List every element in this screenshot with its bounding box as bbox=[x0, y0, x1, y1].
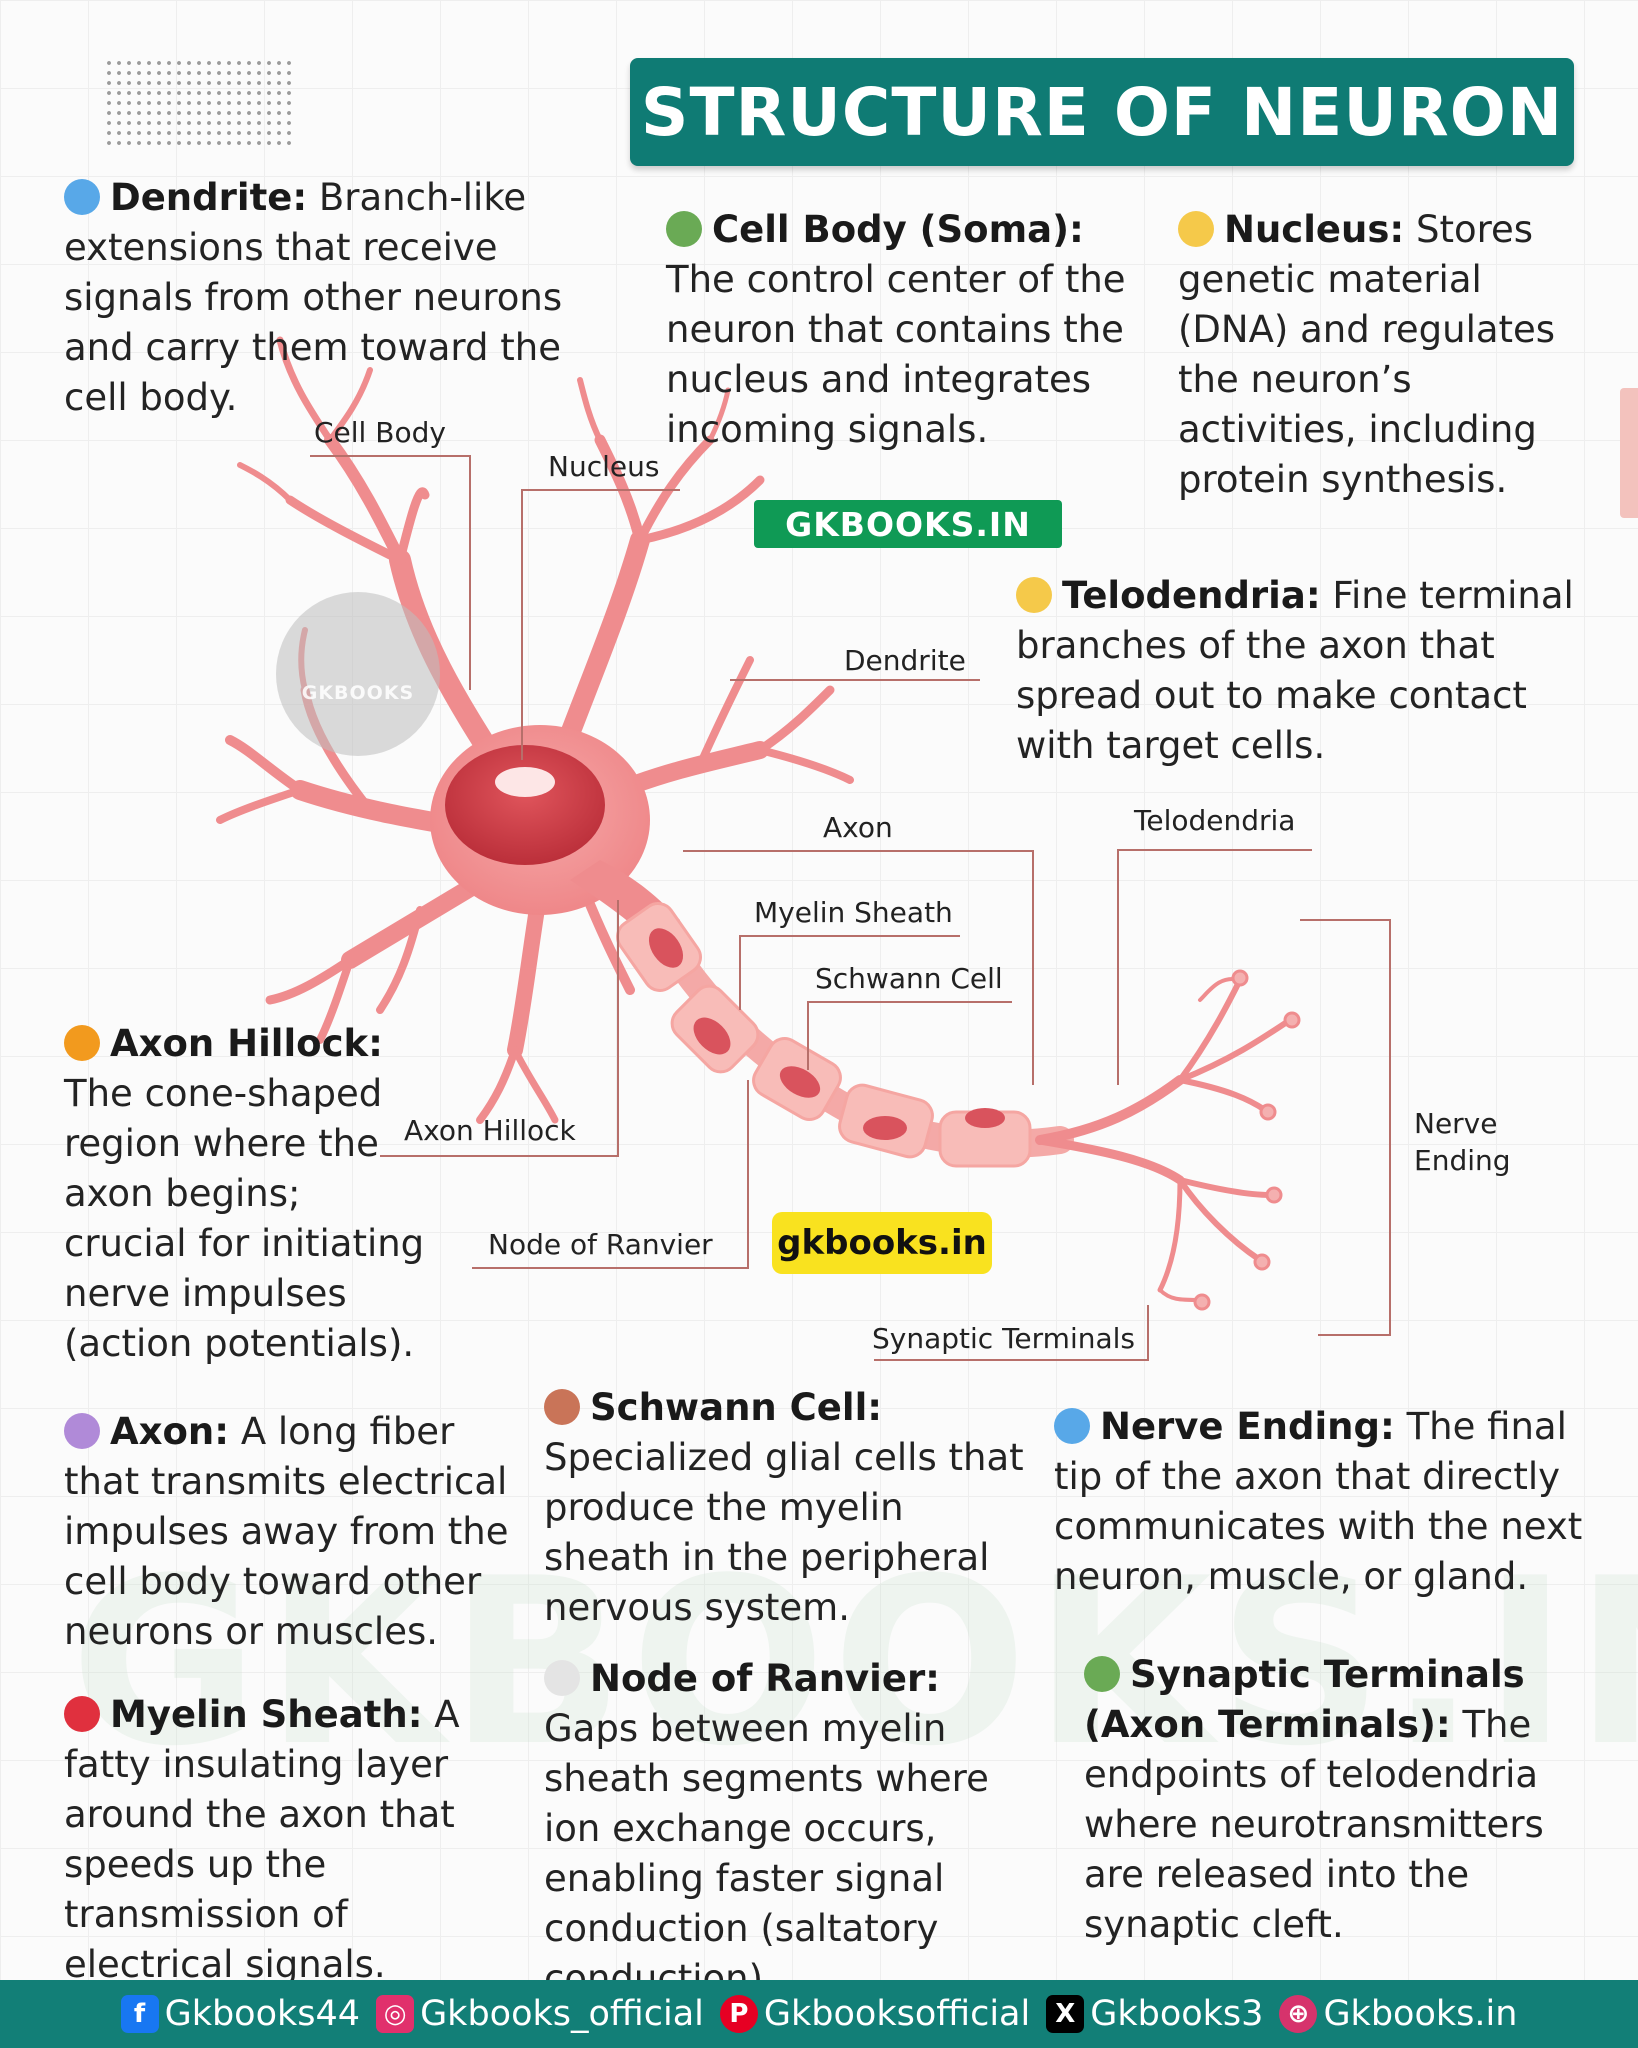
label-nerve-ending-line1: Nerve bbox=[1414, 1107, 1497, 1140]
desc-telodendria: Telodendria: Fine terminal branches of t… bbox=[1016, 571, 1576, 771]
text-schwann-cell: Specialized glial cells that produce the… bbox=[544, 1436, 1024, 1629]
bullet-myelin-sheath bbox=[64, 1696, 100, 1732]
text-synaptic-terminals: The endpoints of telodendria where neuro… bbox=[1084, 1703, 1544, 1946]
bullet-cell-body bbox=[666, 211, 702, 247]
pinterest-icon: P bbox=[719, 1995, 758, 2033]
title-banner: STRUCTURE OF NEURON bbox=[630, 58, 1574, 166]
globe-icon: ⊕ bbox=[1279, 1995, 1318, 2033]
desc-nucleus: Nucleus: Stores genetic material (DNA) a… bbox=[1178, 205, 1588, 505]
text-axon-hillock: The cone-shaped region where the axon be… bbox=[64, 1072, 425, 1365]
x-icon: X bbox=[1046, 1995, 1085, 2033]
term-nerve-ending: Nerve Ending: bbox=[1100, 1405, 1395, 1448]
decorative-dot-grid bbox=[104, 58, 294, 148]
bullet-synaptic-terminals bbox=[1084, 1656, 1120, 1692]
label-axon: Axon bbox=[823, 811, 893, 844]
footer-facebook[interactable]: f Gkbooks44 bbox=[120, 1994, 361, 2034]
decorative-side-tab bbox=[1620, 388, 1638, 518]
synaptic-knobs bbox=[1193, 969, 1301, 1311]
desc-synaptic-terminals: Synaptic Terminals (Axon Terminals): The… bbox=[1084, 1650, 1564, 1950]
term-telodendria: Telodendria: bbox=[1062, 574, 1321, 617]
label-node-of-ranvier: Node of Ranvier bbox=[488, 1228, 713, 1261]
site-badge-text: gkbooks.in bbox=[777, 1223, 987, 1263]
nucleus-shape bbox=[445, 745, 605, 865]
footer-instagram-text: Gkbooks_official bbox=[420, 1994, 704, 2034]
term-cell-body: Cell Body (Soma): bbox=[712, 208, 1084, 251]
label-telodendria: Telodendria bbox=[1133, 804, 1295, 837]
footer-social-bar: f Gkbooks44 ◎ Gkbooks_official P Gkbooks… bbox=[0, 1980, 1638, 2048]
bullet-dendrite bbox=[64, 179, 100, 215]
label-dendrite: Dendrite bbox=[844, 644, 966, 677]
term-node-of-ranvier: Node of Ranvier: bbox=[590, 1657, 940, 1700]
label-synaptic-terminals: Synaptic Terminals bbox=[872, 1322, 1135, 1355]
myelin-segments bbox=[616, 902, 1032, 1168]
watermark-badge: GKBOOKS.IN bbox=[754, 500, 1062, 548]
watermark-logo: GKBOOKS bbox=[276, 592, 440, 756]
term-nucleus: Nucleus: bbox=[1224, 208, 1405, 251]
text-axon: A long fiber that transmits electrical i… bbox=[64, 1410, 509, 1653]
text-nucleus: Stores genetic material (DNA) and regula… bbox=[1178, 208, 1556, 501]
text-myelin-sheath: A fatty insulating layer around the axon… bbox=[64, 1693, 460, 1986]
desc-nerve-ending: Nerve Ending: The final tip of the axon … bbox=[1054, 1402, 1594, 1602]
telodendria-branches bbox=[1035, 977, 1293, 1302]
footer-x[interactable]: X Gkbooks3 bbox=[1046, 1994, 1263, 2034]
neuron-diagram: Cell Body Nucleus Dendrite Axon Telodend… bbox=[216, 336, 1511, 1361]
desc-schwann-cell: Schwann Cell: Specialized glial cells th… bbox=[544, 1383, 1024, 1633]
watermark-logo-text: GKBOOKS bbox=[301, 682, 415, 704]
footer-x-text: Gkbooks3 bbox=[1090, 1994, 1264, 2034]
text-nerve-ending: The final tip of the axon that directly … bbox=[1054, 1405, 1583, 1598]
bullet-node-of-ranvier bbox=[544, 1660, 580, 1696]
site-badge: gkbooks.in bbox=[772, 1212, 992, 1274]
label-leader-lines bbox=[310, 455, 1391, 1361]
term-axon: Axon: bbox=[110, 1410, 230, 1453]
footer-instagram[interactable]: ◎ Gkbooks_official bbox=[376, 1994, 704, 2034]
bullet-axon-hillock bbox=[64, 1025, 100, 1061]
bullet-telodendria bbox=[1016, 577, 1052, 613]
text-node-of-ranvier: Gaps between myelin sheath segments wher… bbox=[544, 1707, 989, 2000]
footer-website-text: Gkbooks.in bbox=[1323, 1994, 1518, 2034]
instagram-icon: ◎ bbox=[376, 1995, 415, 2033]
label-myelin-sheath: Myelin Sheath bbox=[754, 896, 953, 929]
desc-dendrite: Dendrite: Branch-like extensions that re… bbox=[64, 173, 634, 423]
label-cell-body: Cell Body bbox=[314, 416, 446, 449]
background-watermark: GKBOOKS.IN bbox=[70, 1530, 1638, 1797]
text-telodendria: Fine terminal branches of the axon that … bbox=[1016, 574, 1574, 767]
text-cell-body: The control center of the neuron that co… bbox=[666, 258, 1126, 451]
label-nerve-ending-line2: Ending bbox=[1414, 1144, 1511, 1177]
desc-axon-hillock: Axon Hillock: The cone-shaped region whe… bbox=[64, 1019, 434, 1369]
term-axon-hillock: Axon Hillock: bbox=[110, 1022, 383, 1065]
footer-pinterest-text: Gkbooksofficial bbox=[763, 1994, 1031, 2034]
footer-website[interactable]: ⊕ Gkbooks.in bbox=[1279, 1994, 1517, 2034]
term-myelin-sheath: Myelin Sheath: bbox=[110, 1693, 423, 1736]
footer-pinterest[interactable]: P Gkbooksofficial bbox=[719, 1994, 1031, 2034]
text-dendrite: Branch-like extensions that receive sign… bbox=[64, 176, 563, 419]
bullet-nucleus bbox=[1178, 211, 1214, 247]
page-title: STRUCTURE OF NEURON bbox=[640, 73, 1564, 151]
label-axon-hillock: Axon Hillock bbox=[404, 1114, 577, 1147]
bullet-nerve-ending bbox=[1054, 1408, 1090, 1444]
watermark-badge-text: GKBOOKS.IN bbox=[785, 504, 1031, 544]
desc-cell-body: Cell Body (Soma): The control center of … bbox=[666, 205, 1146, 455]
label-nucleus: Nucleus bbox=[548, 450, 659, 483]
term-schwann-cell: Schwann Cell: bbox=[590, 1386, 883, 1429]
term-synaptic-terminals: Synaptic Terminals (Axon Terminals): bbox=[1084, 1653, 1525, 1746]
term-dendrite: Dendrite: bbox=[110, 176, 308, 219]
desc-axon: Axon: A long fiber that transmits electr… bbox=[64, 1407, 524, 1657]
footer-facebook-text: Gkbooks44 bbox=[164, 1994, 361, 2034]
facebook-icon: f bbox=[120, 1995, 159, 2033]
bullet-axon bbox=[64, 1413, 100, 1449]
label-schwann-cell: Schwann Cell bbox=[815, 962, 1003, 995]
desc-myelin-sheath: Myelin Sheath: A fatty insulating layer … bbox=[64, 1690, 524, 1990]
bullet-schwann-cell bbox=[544, 1389, 580, 1425]
desc-node-of-ranvier: Node of Ranvier: Gaps between myelin she… bbox=[544, 1654, 1044, 2004]
